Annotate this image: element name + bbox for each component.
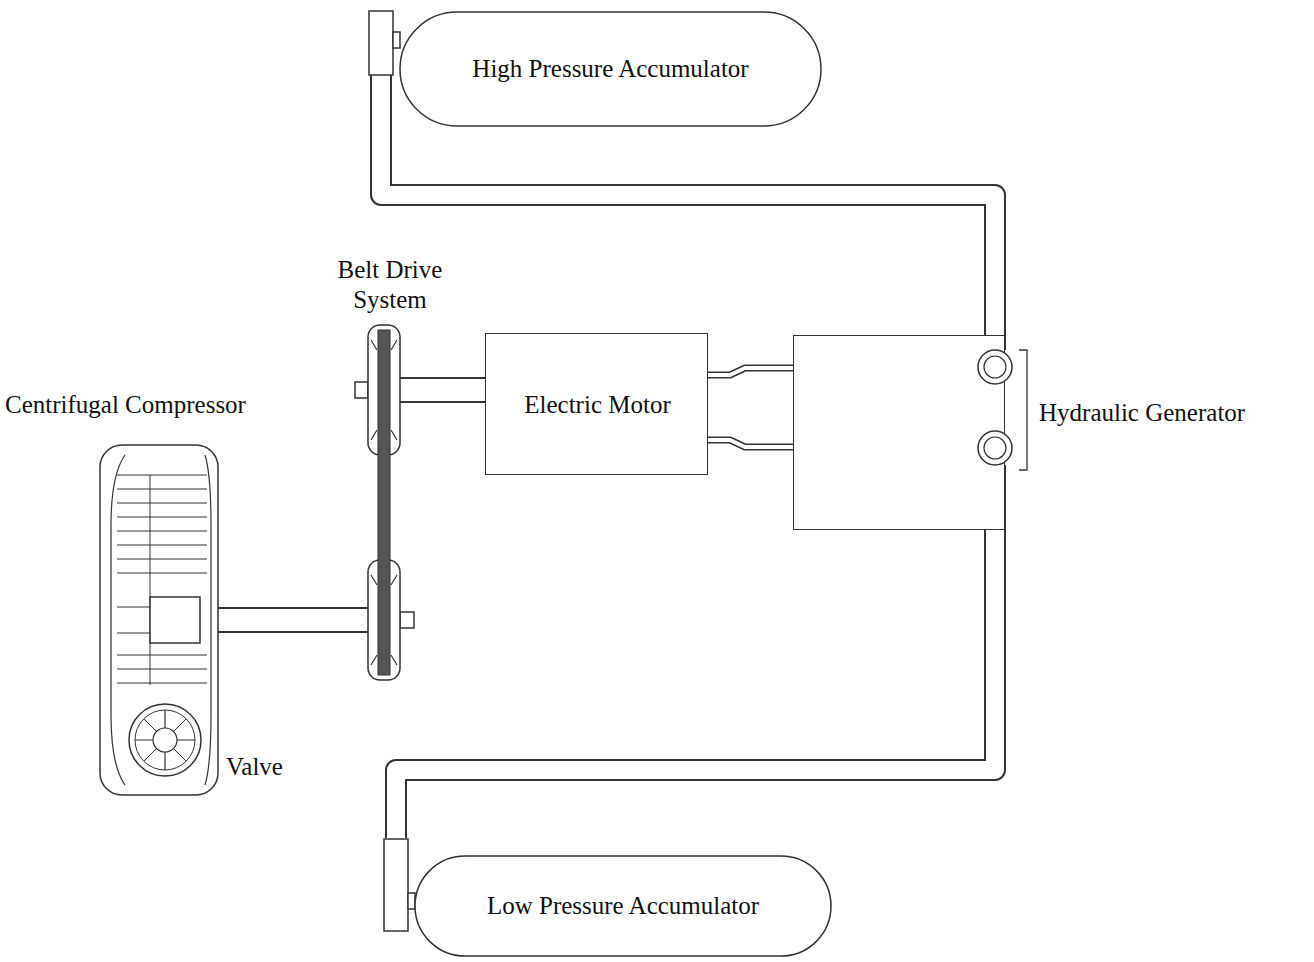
power-wire-outline xyxy=(708,368,793,375)
text-area: Centrifugal Compressor xyxy=(5,385,305,425)
generator-housing xyxy=(793,335,1005,530)
power-wire xyxy=(708,440,793,447)
power-wire xyxy=(708,368,793,375)
node-label: Centrifugal Compressor xyxy=(5,390,246,420)
drive-shaft-outline xyxy=(400,377,485,403)
drive-shaft xyxy=(200,620,368,621)
power-wire-inside xyxy=(708,440,793,447)
centrifugal-compressor: Centrifugal Compressor xyxy=(5,385,305,800)
part-label: Valve xyxy=(226,752,283,782)
power-wire-outline xyxy=(708,440,793,447)
belt-drive-drawing xyxy=(315,250,465,740)
node-label: Electric Motor xyxy=(524,390,670,420)
electric-motor: Electric Motor xyxy=(485,333,708,475)
node-label: Hydraulic Generator xyxy=(1039,398,1245,428)
text-area: Low Pressure Accumulator xyxy=(415,856,831,956)
text-area: Hydraulic Generator xyxy=(1039,335,1289,491)
belt-drive: Belt Drive System xyxy=(315,250,465,740)
node-label: High Pressure Accumulator xyxy=(472,54,748,84)
drive-shaft-inside xyxy=(200,609,368,631)
drive-shaft-outline xyxy=(200,607,368,633)
drive-shaft xyxy=(400,390,485,391)
text-area: Belt Drive System xyxy=(315,250,465,320)
power-wire-inside xyxy=(708,368,793,375)
text-area: Electric Motor xyxy=(486,334,709,476)
node-label: Belt Drive System xyxy=(320,255,460,315)
text-area: High Pressure Accumulator xyxy=(400,12,821,126)
hydraulic-generator: Hydraulic Generator xyxy=(793,335,1293,530)
centrifugal-compressor-drawing xyxy=(5,385,305,800)
accumulator-tank: Low Pressure Accumulator xyxy=(383,838,833,958)
node-label: Low Pressure Accumulator xyxy=(487,891,759,921)
accumulator-tank: High Pressure Accumulator xyxy=(368,10,823,128)
hydraulic-generator-drawing xyxy=(793,335,1293,530)
drive-shaft-inside xyxy=(400,379,485,401)
